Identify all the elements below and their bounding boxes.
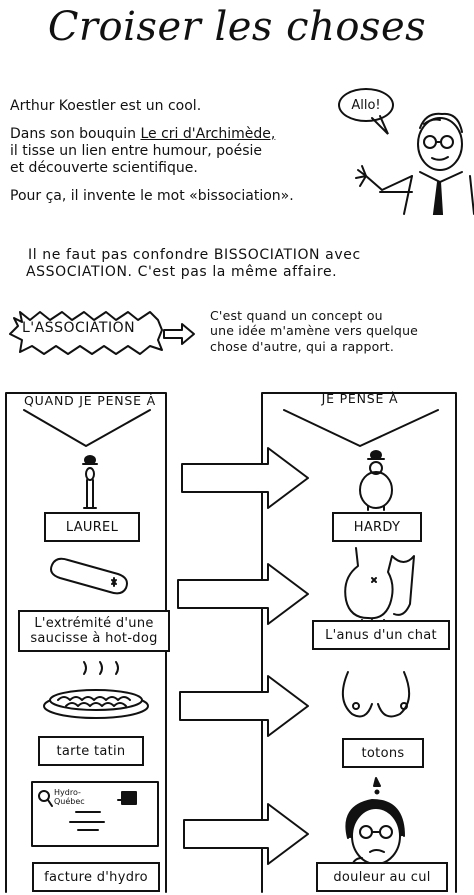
woman-drawing — [345, 777, 405, 867]
pair-2-left-line-1: L'extrémité d'une — [34, 616, 154, 631]
hydro-bill-drawing — [31, 781, 159, 847]
pair-2-right-label: L'anus d'un chat — [312, 620, 450, 650]
book-title: Le cri d'Archimède, — [140, 126, 276, 142]
pair-3-right-label: totons — [342, 738, 424, 768]
pair-2-left-label: L'extrémité d'une saucisse à hot-dog — [18, 610, 170, 652]
warning-line-2: ASSOCIATION. C'est pas la même affaire. — [26, 264, 338, 280]
pair-1-left-label: LAUREL — [44, 512, 140, 542]
page-title: Croiser les choses — [47, 4, 427, 50]
sausage-drawing — [50, 557, 128, 595]
intro-line-4: et découverte scientifique. — [10, 160, 198, 176]
association-def-3: chose d'autre, qui a rapport. — [210, 339, 395, 354]
right-column-chevron — [283, 409, 439, 447]
association-label: L'ASSOCIATION — [22, 320, 136, 336]
speech-bubble: Allo! — [338, 88, 394, 122]
arrow-2 — [177, 563, 309, 625]
arrow-1 — [181, 447, 309, 509]
intro-line-5: Pour ça, il invente le mot «bissociation… — [10, 188, 294, 204]
hydro-logo-line-2: Québec — [54, 797, 85, 806]
association-def-2: une idée m'amène vers quelque — [210, 323, 419, 338]
left-column-chevron — [23, 409, 151, 447]
tarte-tatin-drawing — [43, 661, 149, 719]
hardy-drawing — [359, 450, 393, 511]
laurel-drawing — [82, 455, 98, 509]
hydro-logo: Hydro- Québec — [54, 788, 85, 806]
intro-line-1: Arthur Koestler est un cool. — [10, 98, 202, 114]
intro-line-2: Dans son bouquin Le cri d'Archimède, — [10, 126, 275, 142]
pair-3-left-label: tarte tatin — [38, 736, 144, 766]
pair-4-left-label: facture d'hydro — [32, 862, 160, 892]
intro-line-2-prefix: Dans son bouquin — [10, 126, 137, 142]
left-column-heading: QUAND JE PENSE À — [24, 393, 156, 408]
hydro-logo-line-1: Hydro- — [54, 788, 81, 797]
pair-4-right-label: douleur au cul — [316, 862, 448, 892]
totons-drawing — [341, 671, 411, 718]
arrow-4 — [183, 803, 309, 865]
right-column-heading: JE PENSE À — [321, 391, 399, 406]
cat-drawing — [344, 547, 415, 627]
pair-2-left-line-2: saucisse à hot-dog — [30, 631, 158, 646]
intro-line-3: il tisse un lien entre humour, poésie — [10, 143, 262, 159]
warning-line-1: Il ne faut pas confondre BISSOCIATION av… — [28, 247, 361, 263]
arrow-3 — [179, 675, 309, 737]
association-def-1: C'est quand un concept ou — [210, 308, 383, 323]
pair-1-right-label: HARDY — [332, 512, 422, 542]
